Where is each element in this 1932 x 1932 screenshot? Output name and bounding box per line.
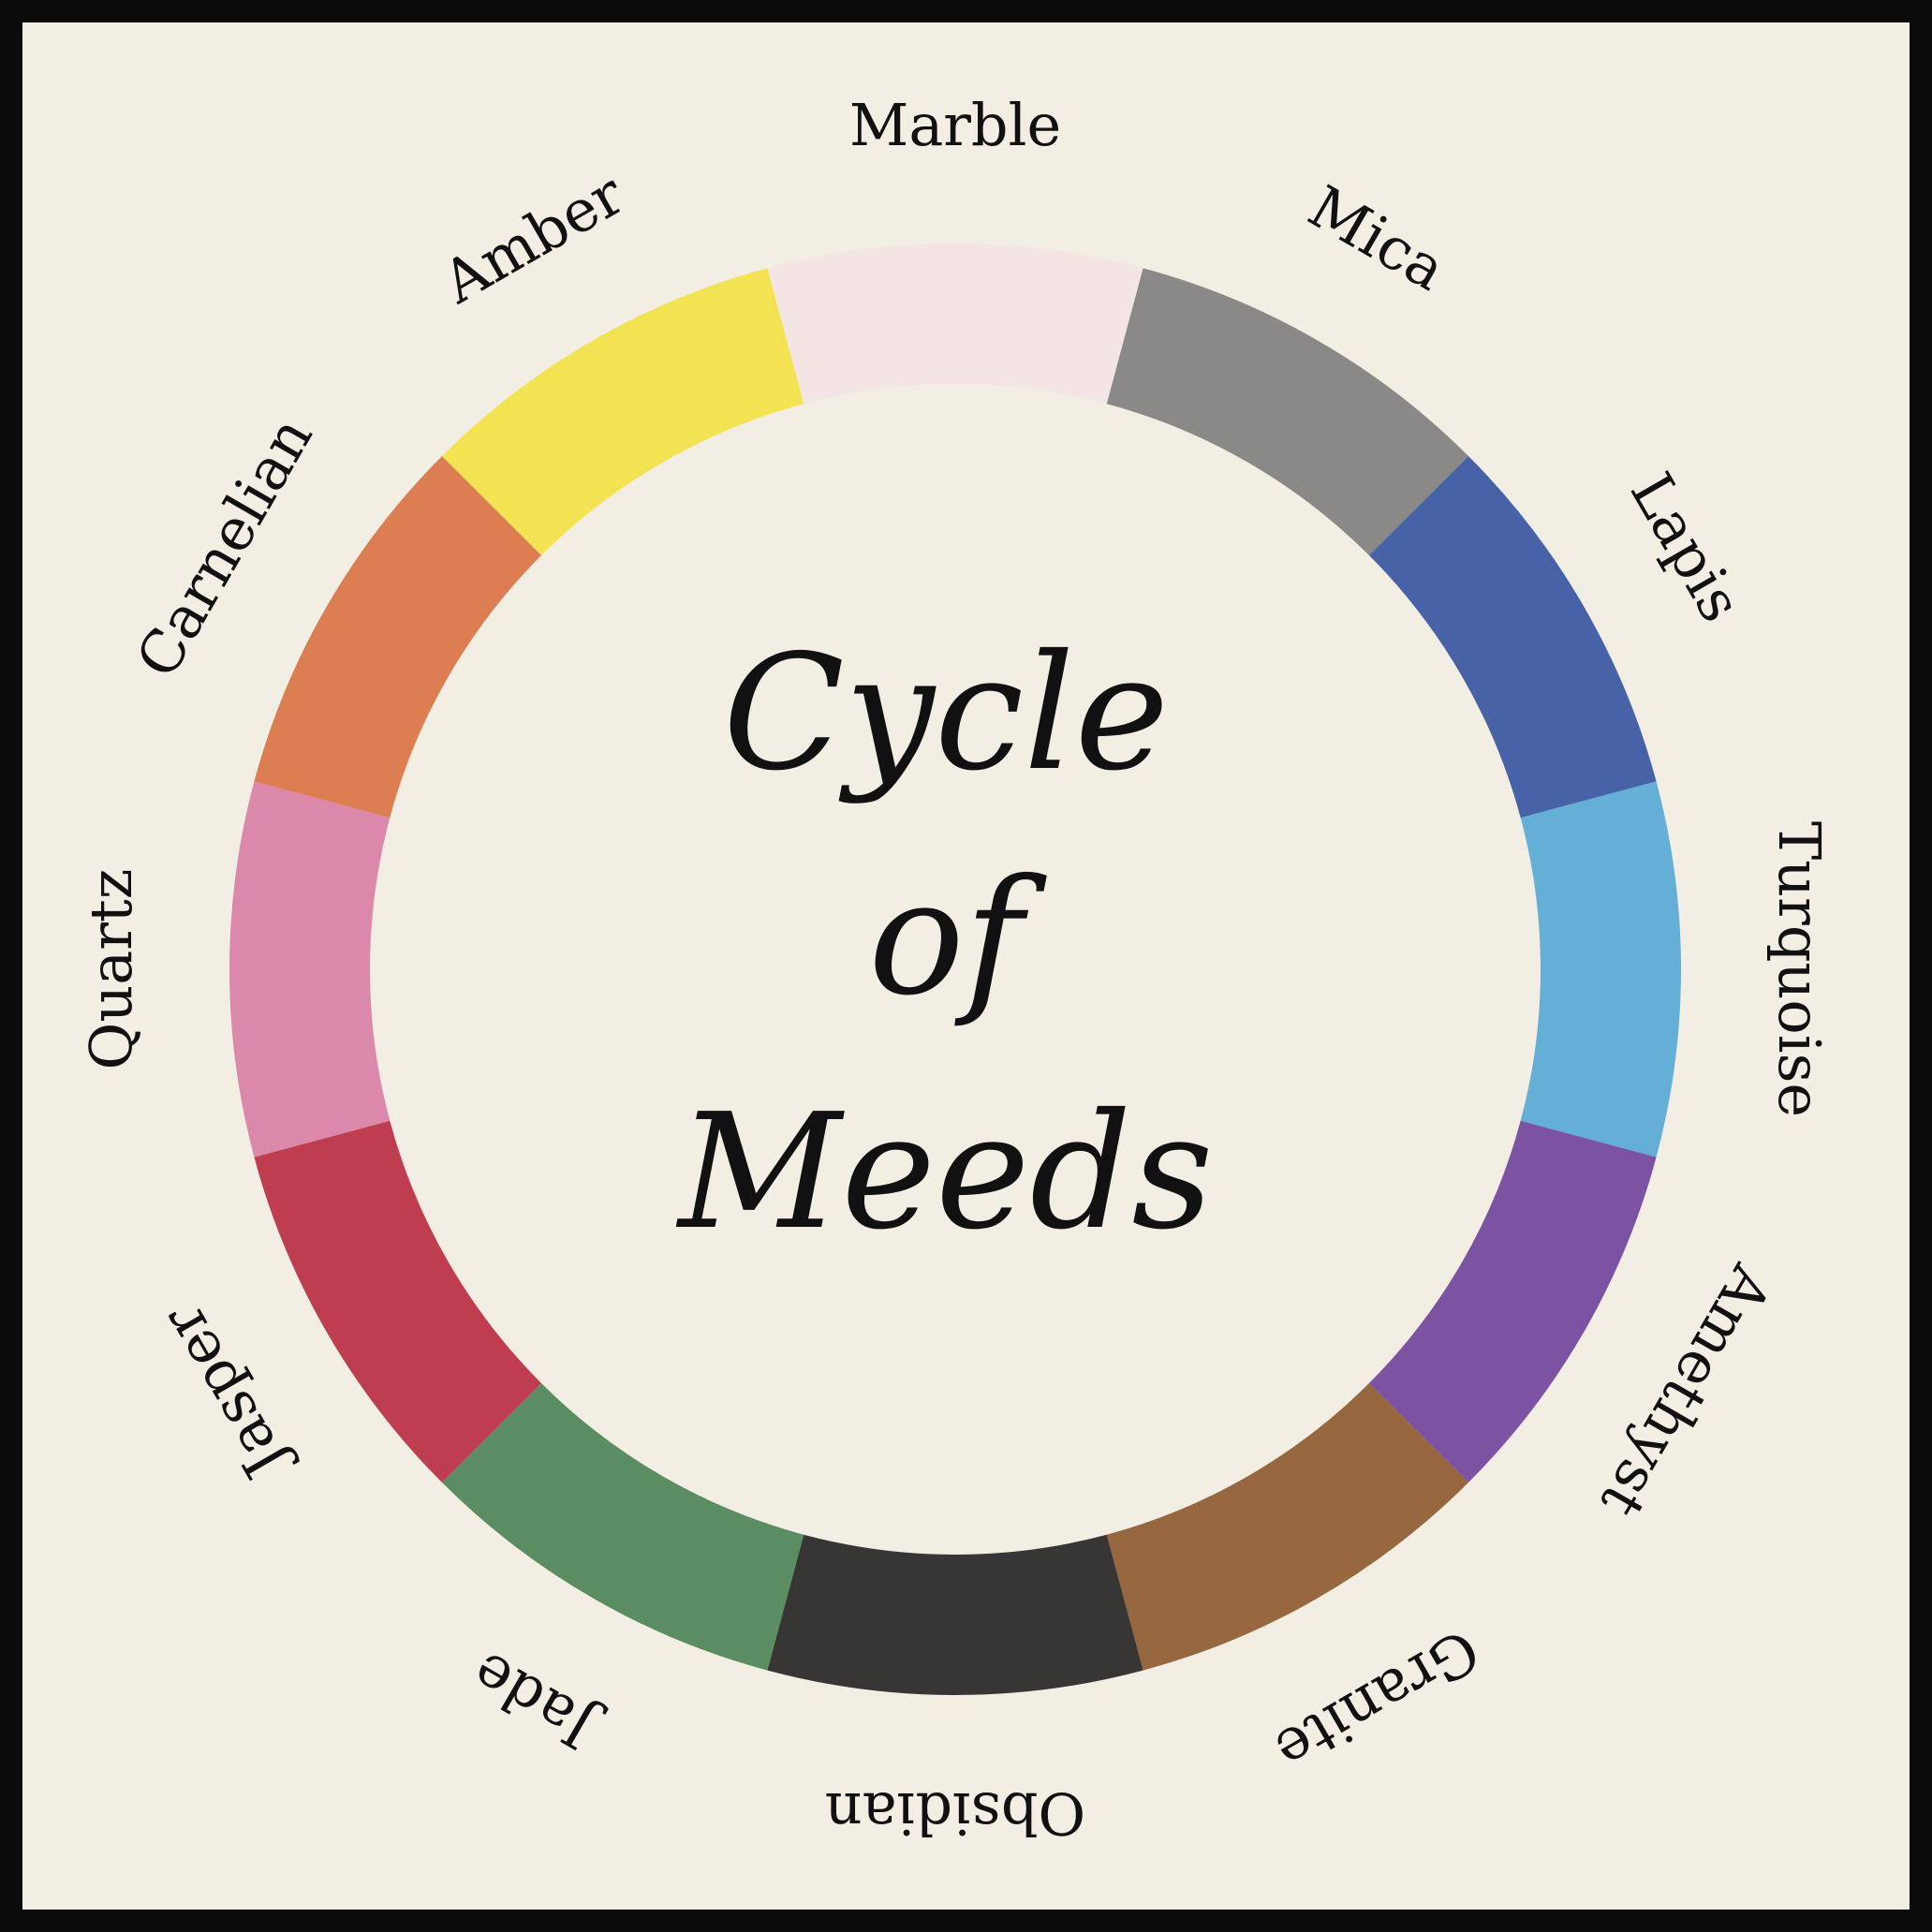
wheel-segment-amethyst <box>1368 1119 1657 1482</box>
segment-label-marble: Marble <box>849 91 1061 159</box>
segment-label-amber: Amber <box>430 159 635 317</box>
wheel-segment-amber <box>442 268 805 556</box>
wheel-segment-marble <box>767 243 1143 405</box>
wheel-segment-jade <box>442 1382 805 1671</box>
segment-label-lapis: Lapis <box>1617 462 1756 633</box>
title-line-1: Cycle <box>723 621 1169 806</box>
wheel-segment-turquoise <box>1520 781 1681 1158</box>
wheel-segment-jasper <box>254 1119 542 1482</box>
title-line-2: of <box>868 846 1047 1031</box>
wheel-segment-mica <box>1105 268 1468 556</box>
segment-label-quartz: Quartz <box>77 869 145 1070</box>
segment-label-granite: Granite <box>1264 1615 1491 1786</box>
title-line-3: Meeds <box>675 1080 1213 1265</box>
segment-label-carnelian: Carnelian <box>123 406 326 689</box>
wheel-segment-obsidian <box>767 1534 1143 1695</box>
segment-label-turquoise: Turquoise <box>1765 821 1834 1117</box>
segment-label-jasper: Jasper <box>148 1293 303 1495</box>
segment-label-amethyst: Amethyst <box>1587 1253 1786 1529</box>
segment-label-jade: Jade <box>460 1639 611 1765</box>
segment-label-obsidian: Obsidian <box>825 1779 1086 1848</box>
wheel-segment-granite <box>1105 1382 1468 1671</box>
segment-label-mica: Mica <box>1297 172 1457 304</box>
wheel-segment-quartz <box>229 781 391 1158</box>
wheel-segment-lapis <box>1368 456 1657 819</box>
wheel-segment-carnelian <box>254 456 542 819</box>
